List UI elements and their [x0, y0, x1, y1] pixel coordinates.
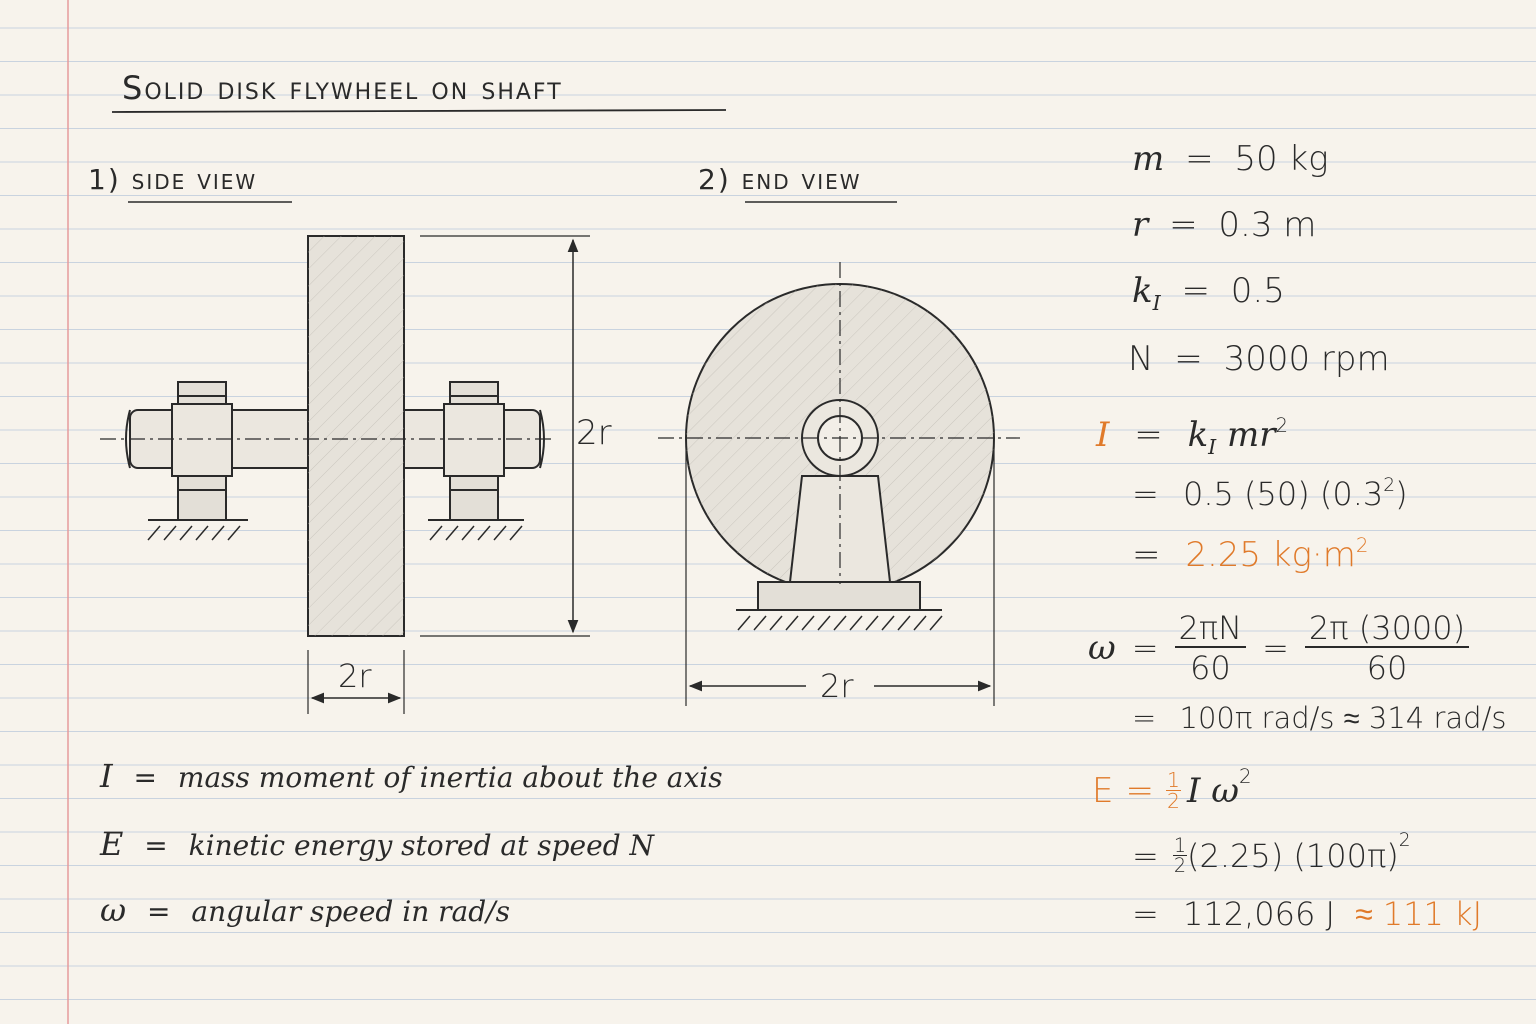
energy-step-half-numerator: 1	[1172, 834, 1188, 857]
given-value: 50 kg	[1234, 139, 1329, 179]
energy-step-2: = 1 2 (2.25) (100π)2	[1132, 832, 1411, 878]
inertia-result: = 2.25 kg·m2	[1132, 535, 1368, 575]
given-symbol: r	[1132, 205, 1149, 245]
inertia-step2-b: )	[1395, 475, 1408, 513]
omega-f1-denominator: 60	[1189, 649, 1231, 687]
right-bearing	[443, 381, 505, 521]
side-height-dim-label: 2r	[576, 413, 612, 453]
omega-equals-2: =	[1262, 629, 1289, 667]
omega-result-value: 100π rad/s ≈ 314 rad/s	[1179, 701, 1507, 735]
given-speed: N = 3000 rpm	[1128, 342, 1390, 376]
given-equals: =	[1185, 139, 1214, 179]
energy-step-equals: =	[1132, 836, 1159, 875]
side-view-text: side view	[131, 163, 258, 196]
def-equals: =	[144, 829, 168, 862]
energy-step-half-denominator: 2	[1173, 854, 1187, 878]
inertia-k-sub: I	[1208, 435, 1217, 459]
energy-half-denominator: 2	[1166, 789, 1180, 814]
left-bearing	[171, 381, 233, 521]
energy-formula-sup: 2	[1238, 765, 1252, 789]
inertia-equals: =	[1134, 415, 1163, 455]
inertia-step2-sup: 2	[1383, 475, 1396, 496]
side-view-number: 1)	[88, 163, 121, 196]
title-underline	[111, 109, 727, 113]
energy-step-half: 1 2	[1172, 834, 1188, 878]
omega-fraction-1: 2πN 60	[1174, 612, 1247, 687]
inertia-formula: I = kI mr2	[1096, 415, 1288, 458]
def-equals: =	[147, 895, 171, 928]
base-plate	[757, 581, 921, 611]
omega-fraction-2: 2π (3000) 60	[1304, 612, 1470, 687]
energy-formula-body: I ω	[1186, 770, 1239, 811]
def-symbol: I	[100, 757, 113, 795]
energy-step2-sup: 2	[1398, 830, 1411, 852]
given-symbol: N	[1128, 339, 1154, 379]
omega-symbol: ω	[1088, 628, 1116, 668]
omega-f1-numerator: 2πN	[1174, 612, 1247, 648]
omega-result: = 100π rad/s ≈ 314 rad/s	[1132, 704, 1506, 733]
inertia-symbol: I	[1096, 415, 1110, 455]
given-symbol: k	[1132, 271, 1153, 311]
energy-half-numerator: 1	[1165, 768, 1181, 792]
end-width-dim-label: 2r	[820, 667, 854, 705]
given-equals: =	[1169, 205, 1198, 245]
inertia-mr: mr	[1227, 415, 1276, 455]
side-view-label: 1) side view	[88, 166, 257, 194]
energy-equals: =	[1125, 770, 1154, 811]
omega-formula: ω = 2πN 60 = 2π (3000) 60	[1088, 612, 1470, 687]
energy-symbol: E	[1092, 770, 1114, 811]
inertia-step-2: = 0.5 (50) (0.32)	[1132, 475, 1408, 513]
given-value: 0.5	[1230, 271, 1285, 311]
def-text: kinetic energy stored at speed N	[188, 829, 655, 862]
end-view-text: end view	[741, 163, 862, 196]
inertia-mr-sup: 2	[1275, 414, 1289, 437]
given-inertia-factor: kI = 0.5	[1132, 271, 1285, 313]
inertia-result-sup: 2	[1355, 534, 1369, 557]
def-equals: =	[133, 761, 158, 794]
definition-omega: ω = angular speed in rad/s	[100, 894, 510, 926]
end-view-label: 2) end view	[698, 166, 862, 194]
end-ground	[736, 609, 943, 631]
given-radius: r = 0.3 m	[1132, 208, 1316, 242]
inertia-step-equals: =	[1132, 475, 1159, 513]
end-view-drawing	[658, 262, 1020, 706]
inertia-k: k	[1187, 415, 1209, 455]
inertia-step2-a: 0.5 (50) (0.3	[1182, 475, 1384, 513]
energy-result-joules: 112,066 J	[1182, 895, 1335, 933]
def-text: mass moment of inertia about the axis	[177, 761, 723, 794]
omega-equals: =	[1131, 629, 1159, 667]
def-symbol: ω	[100, 891, 127, 929]
given-value: 0.3 m	[1218, 205, 1317, 245]
inertia-result-equals: =	[1132, 535, 1161, 575]
omega-f2-numerator: 2π (3000)	[1304, 612, 1470, 648]
inertia-result-value: 2.25 kg·m	[1185, 535, 1356, 575]
energy-half: 1 2	[1165, 768, 1181, 814]
energy-result-equals: =	[1132, 895, 1159, 933]
energy-result: = 112,066 J ≈ 111 kJ	[1132, 898, 1482, 930]
given-value: 3000 rpm	[1223, 339, 1390, 379]
energy-step2-value: (2.25) (100π)	[1187, 836, 1399, 875]
given-mass: m = 50 kg	[1132, 142, 1329, 176]
def-text: angular speed in rad/s	[191, 895, 510, 928]
side-width-dim-label: 2r	[338, 657, 372, 695]
end-view-number: 2)	[698, 163, 731, 196]
omega-f2-denominator: 60	[1366, 649, 1408, 687]
given-subscript: I	[1152, 291, 1161, 315]
given-symbol: m	[1132, 139, 1165, 179]
omega-result-equals: =	[1132, 701, 1157, 735]
definition-energy: E = kinetic energy stored at speed N	[100, 828, 654, 860]
page-title: Solid disk flywheel on shaft	[122, 69, 563, 107]
right-ground	[428, 519, 524, 541]
given-equals: =	[1181, 271, 1210, 311]
def-symbol: E	[100, 825, 124, 863]
side-view-drawing	[100, 235, 590, 714]
energy-result-approx: ≈ 111 kJ	[1355, 895, 1483, 933]
given-equals: =	[1174, 339, 1203, 379]
definition-inertia: I = mass moment of inertia about the axi…	[100, 760, 723, 792]
